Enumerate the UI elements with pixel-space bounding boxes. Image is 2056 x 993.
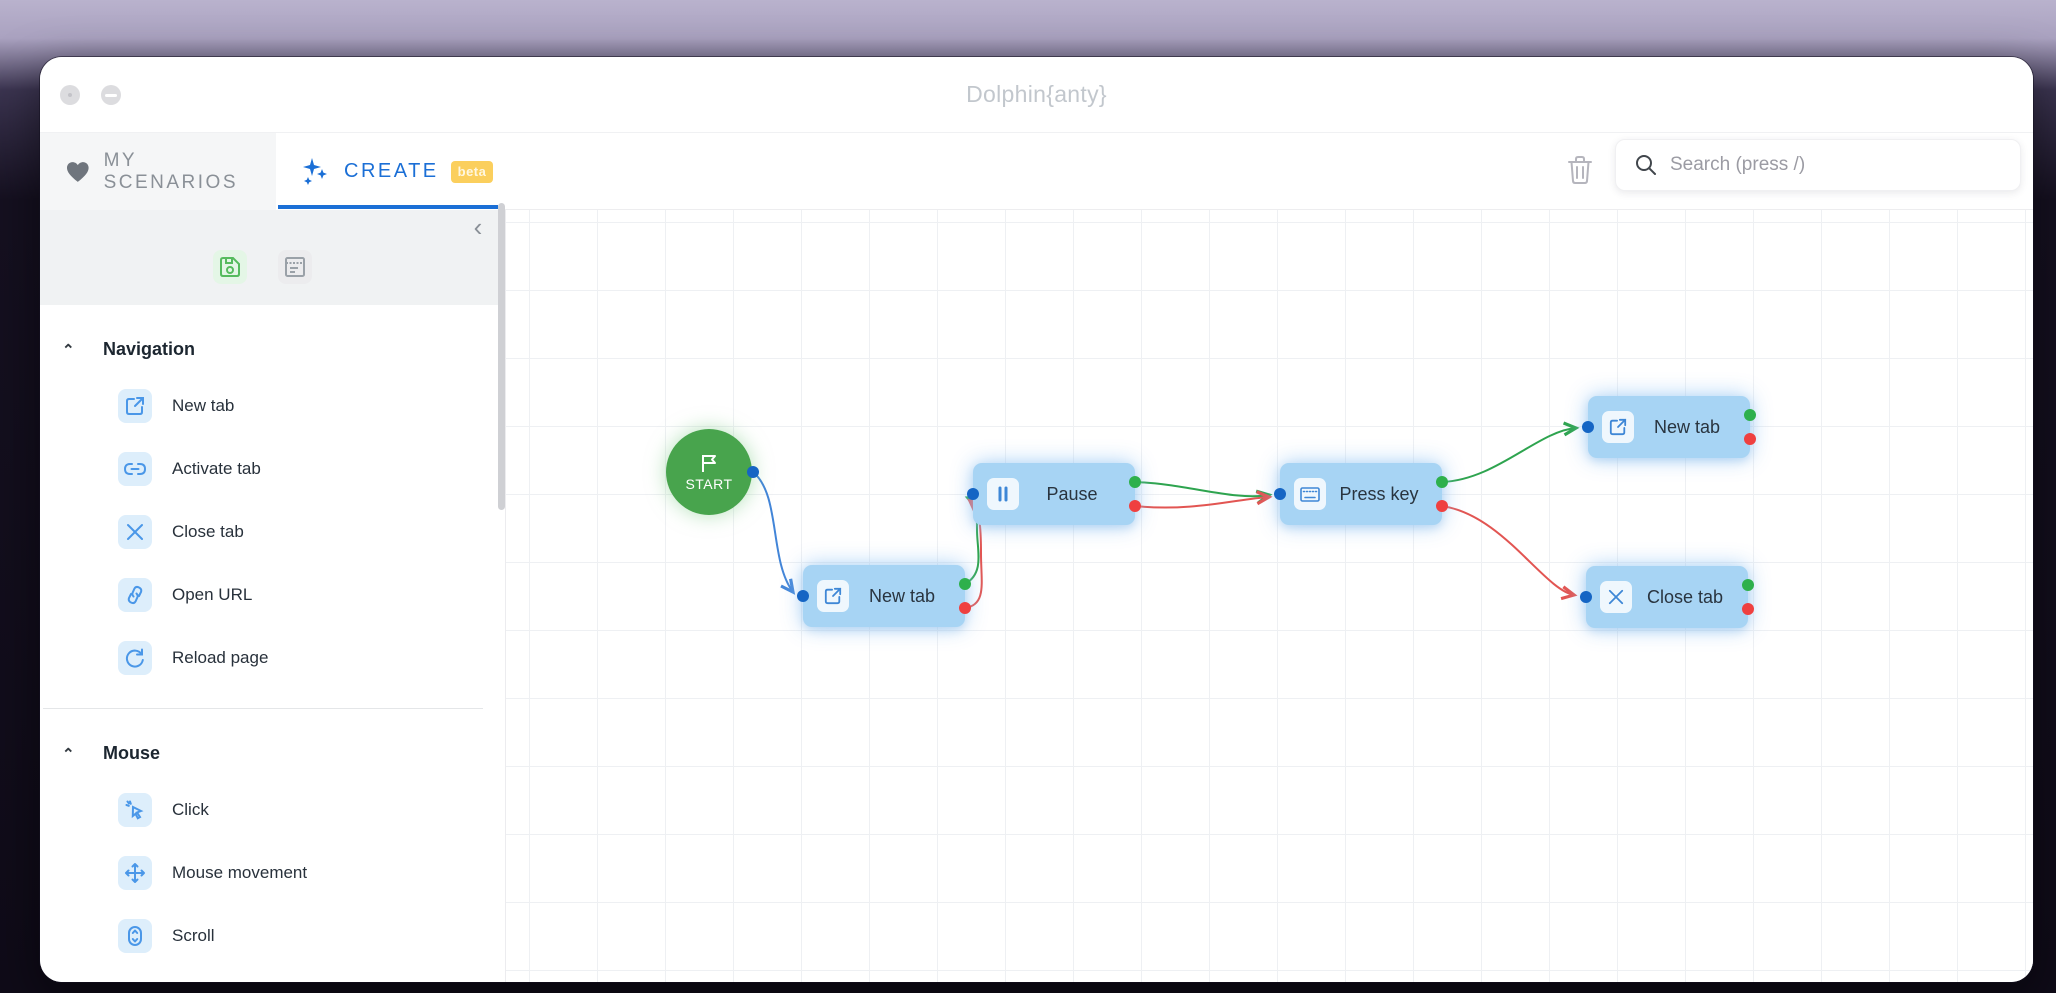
success-port[interactable] [1744,409,1756,421]
start-output-port[interactable] [747,466,759,478]
active-tab-underline [278,205,498,209]
input-port[interactable] [797,590,809,602]
node-label: New tab [868,585,936,606]
mouse-movement-icon [118,856,152,890]
error-port[interactable] [1129,500,1141,512]
sidebar-item-label: Close tab [172,522,244,541]
node-new-tab-2[interactable]: New tab [1582,396,1756,458]
node-label: Pause [1046,483,1098,504]
chevron-up-icon: ⌃ [62,341,75,359]
sparkles-icon [303,157,327,185]
input-port[interactable] [1274,488,1286,500]
input-port[interactable] [967,488,979,500]
node-label: New tab [1653,416,1721,437]
window-close-button[interactable] [60,85,80,105]
sidebar-collapse-button[interactable]: ‹ [463,212,493,242]
node-pause[interactable]: Pause [967,463,1141,525]
input-port[interactable] [1582,421,1594,433]
sidebar-header [40,210,505,305]
edge-presskey-error-to-closetab[interactable] [1441,505,1578,601]
edge-start-to-newtab1[interactable] [752,471,796,595]
node-new-tab-1[interactable]: New tab [797,565,971,627]
sidebar-item-label: Reload page [172,648,269,667]
sidebar-item-click[interactable]: Click [40,793,505,827]
trash-button[interactable] [1562,153,1598,189]
sidebar-item-new-tab[interactable]: New tab [40,389,505,423]
start-node-label: START [685,475,733,492]
new-tab-icon [817,580,849,612]
blocks-sidebar: ‹ ⌃ Navigation New tab Activate tab [40,210,505,982]
error-port[interactable] [959,602,971,614]
flag-icon [702,454,716,472]
section-label: Mouse [103,743,161,763]
section-mouse[interactable]: ⌃ Mouse [40,743,505,764]
window-title: Dolphin{anty} [966,81,1107,107]
edge-pause-error-to-presskey[interactable] [1134,490,1273,509]
success-port[interactable] [1742,579,1754,591]
success-port[interactable] [1129,476,1141,488]
start-node[interactable]: START [666,429,759,515]
search-icon [1636,155,1656,175]
reload-page-icon [118,641,152,675]
sidebar-item-label: New tab [172,396,235,415]
edge-presskey-success-to-newtab2[interactable] [1441,421,1580,483]
sidebar-item-reload-page[interactable]: Reload page [40,641,505,675]
trash-icon [1568,155,1592,184]
input-port[interactable] [1580,591,1592,603]
tab-bar: MY SCENARIOS CREATE beta [40,133,2033,210]
save-scenario-button[interactable] [213,250,247,284]
activate-tab-icon [118,452,152,486]
node-close-tab[interactable]: Close tab [1580,566,1754,628]
search-box [1615,139,2021,191]
sidebar-item-label: Mouse movement [172,863,308,882]
sidebar-item-activate-tab[interactable]: Activate tab [40,452,505,486]
titlebar: Dolphin{anty} [40,57,2033,133]
sidebar-item-close-tab[interactable]: Close tab [40,515,505,549]
new-tab-icon [1602,411,1634,443]
app-window: Dolphin{anty} MY SCENARIOS CREATE beta [40,57,2033,982]
flow-canvas[interactable]: START New tab Pause [505,210,2033,982]
chevron-up-icon: ⌃ [62,745,75,763]
scroll-icon [118,919,152,953]
beta-badge: beta [450,160,494,183]
sidebar-item-label: Activate tab [172,459,261,478]
section-divider [43,708,483,709]
edges-layer [752,421,1580,609]
sidebar-item-scroll[interactable]: Scroll [40,919,505,953]
sidebar-scrollbar[interactable] [498,203,505,510]
sidebar-item-label: Click [172,800,209,819]
sidebar-item-mouse-movement[interactable]: Mouse movement [40,856,505,890]
open-url-icon [118,578,152,612]
sidebar-item-label: Scroll [172,926,215,945]
tab-my-scenarios[interactable]: MY SCENARIOS [40,133,276,210]
edge-pause-success-to-presskey[interactable] [1134,481,1273,505]
click-icon [118,793,152,827]
node-label: Press key [1339,483,1419,504]
error-port[interactable] [1436,500,1448,512]
new-tab-icon [118,389,152,423]
log-panel-button[interactable] [278,250,312,284]
close-tab-icon [118,515,152,549]
success-port[interactable] [1436,476,1448,488]
sidebar-item-open-url[interactable]: Open URL [40,578,505,612]
section-navigation[interactable]: ⌃ Navigation [40,339,505,360]
sidebar-item-label: Open URL [172,585,253,604]
window-minimize-button[interactable] [101,85,121,105]
node-label: Close tab [1646,586,1724,607]
node-press-key[interactable]: Press key [1274,463,1448,525]
error-port[interactable] [1742,603,1754,615]
success-port[interactable] [959,578,971,590]
heart-icon [66,161,89,182]
search-input[interactable] [1670,154,2020,176]
log-icon [285,257,305,277]
save-icon [220,257,240,277]
tab-my-scenarios-label: MY SCENARIOS [103,149,239,193]
tab-create-label: CREATE [344,160,439,182]
error-port[interactable] [1744,433,1756,445]
tab-create[interactable]: CREATE beta [276,133,498,210]
pause-icon [987,478,1019,510]
keyboard-icon [1294,478,1326,510]
close-tab-icon [1600,581,1632,613]
section-label: Navigation [103,339,196,359]
